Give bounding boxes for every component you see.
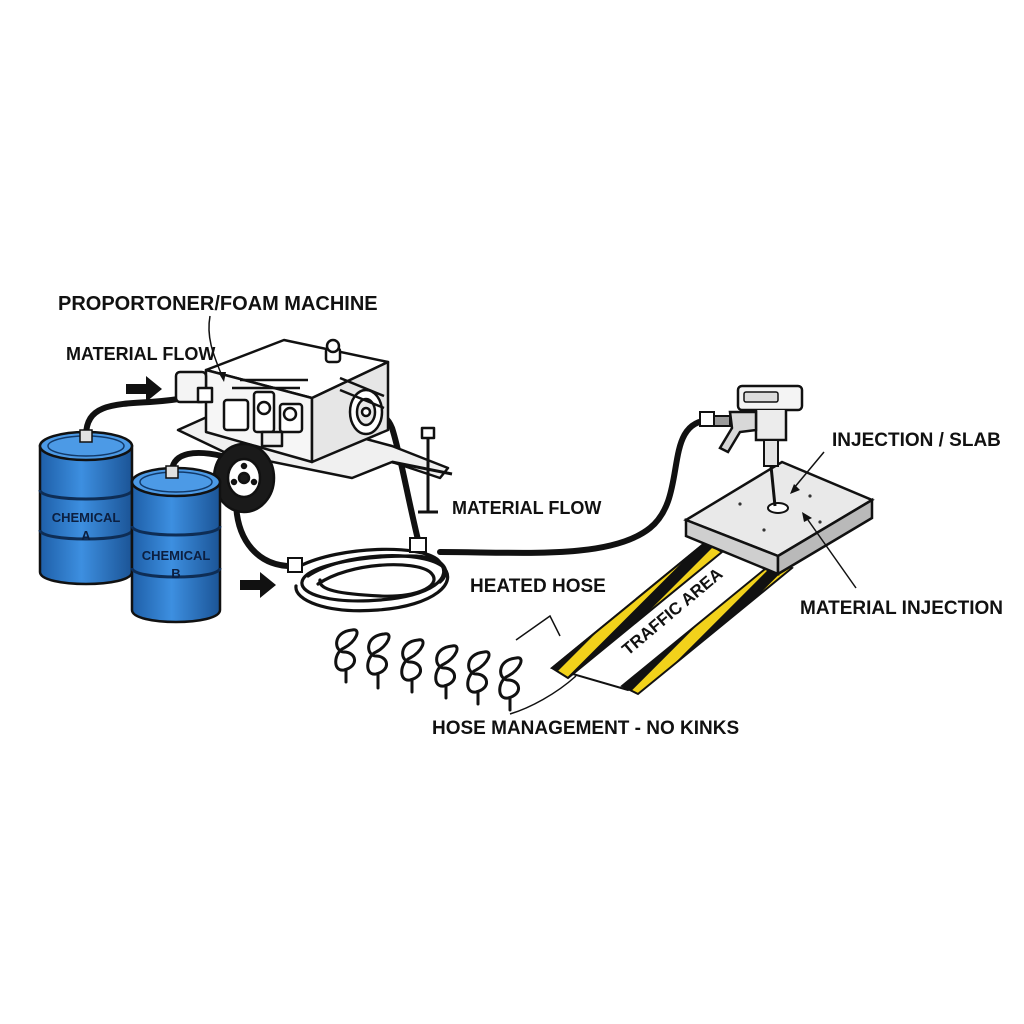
drum-chemical-b: CHEMICAL B: [130, 465, 222, 624]
injection-port: [767, 502, 789, 514]
material-injection-label: MATERIAL INJECTION: [800, 598, 1003, 619]
material-flow-left-label: MATERIAL FLOW: [66, 344, 215, 364]
hose-coil-to-machine: [375, 414, 423, 551]
flow-arrow-icon: [240, 572, 276, 598]
proportioner-machine: [174, 338, 453, 514]
drum-a-label-line1: CHEMICAL: [52, 510, 121, 525]
hazard-tape-right: [620, 558, 794, 696]
concrete-slab: [683, 460, 875, 577]
trailer-wheel: [212, 442, 276, 514]
hoses: [83, 391, 715, 613]
hose-stake: [366, 632, 391, 690]
hose-to-gun: [437, 417, 715, 556]
heated-hose-coil: [294, 547, 450, 613]
hose-stake: [334, 628, 359, 684]
flow-arrows: [126, 376, 276, 598]
hose-stake: [466, 650, 491, 706]
drum-b-label-line1: CHEMICAL: [142, 548, 211, 563]
drum-b-label-line2: B: [171, 566, 180, 581]
proportioner-label: PROPORTONER/FOAM MACHINE: [58, 293, 378, 315]
traffic-area-zone: TRAFFIC AREA: [549, 540, 794, 696]
drum-chemical-a: CHEMICAL A: [38, 429, 134, 586]
hose-stake: [434, 644, 459, 700]
injection-slab-label: INJECTION / SLAB: [832, 430, 1001, 451]
hose-stake: [498, 656, 523, 712]
flow-arrow-icon: [126, 376, 162, 402]
hose-management-label: HOSE MANAGEMENT - NO KINKS: [432, 718, 739, 739]
hose-stake: [400, 638, 425, 694]
heated-hose-label: HEATED HOSE: [470, 576, 606, 597]
material-flow-center-label: MATERIAL FLOW: [452, 498, 601, 518]
drum-a-label-line2: A: [81, 528, 91, 543]
leader-lines: [208, 315, 857, 715]
hose-stakes: [334, 628, 523, 712]
